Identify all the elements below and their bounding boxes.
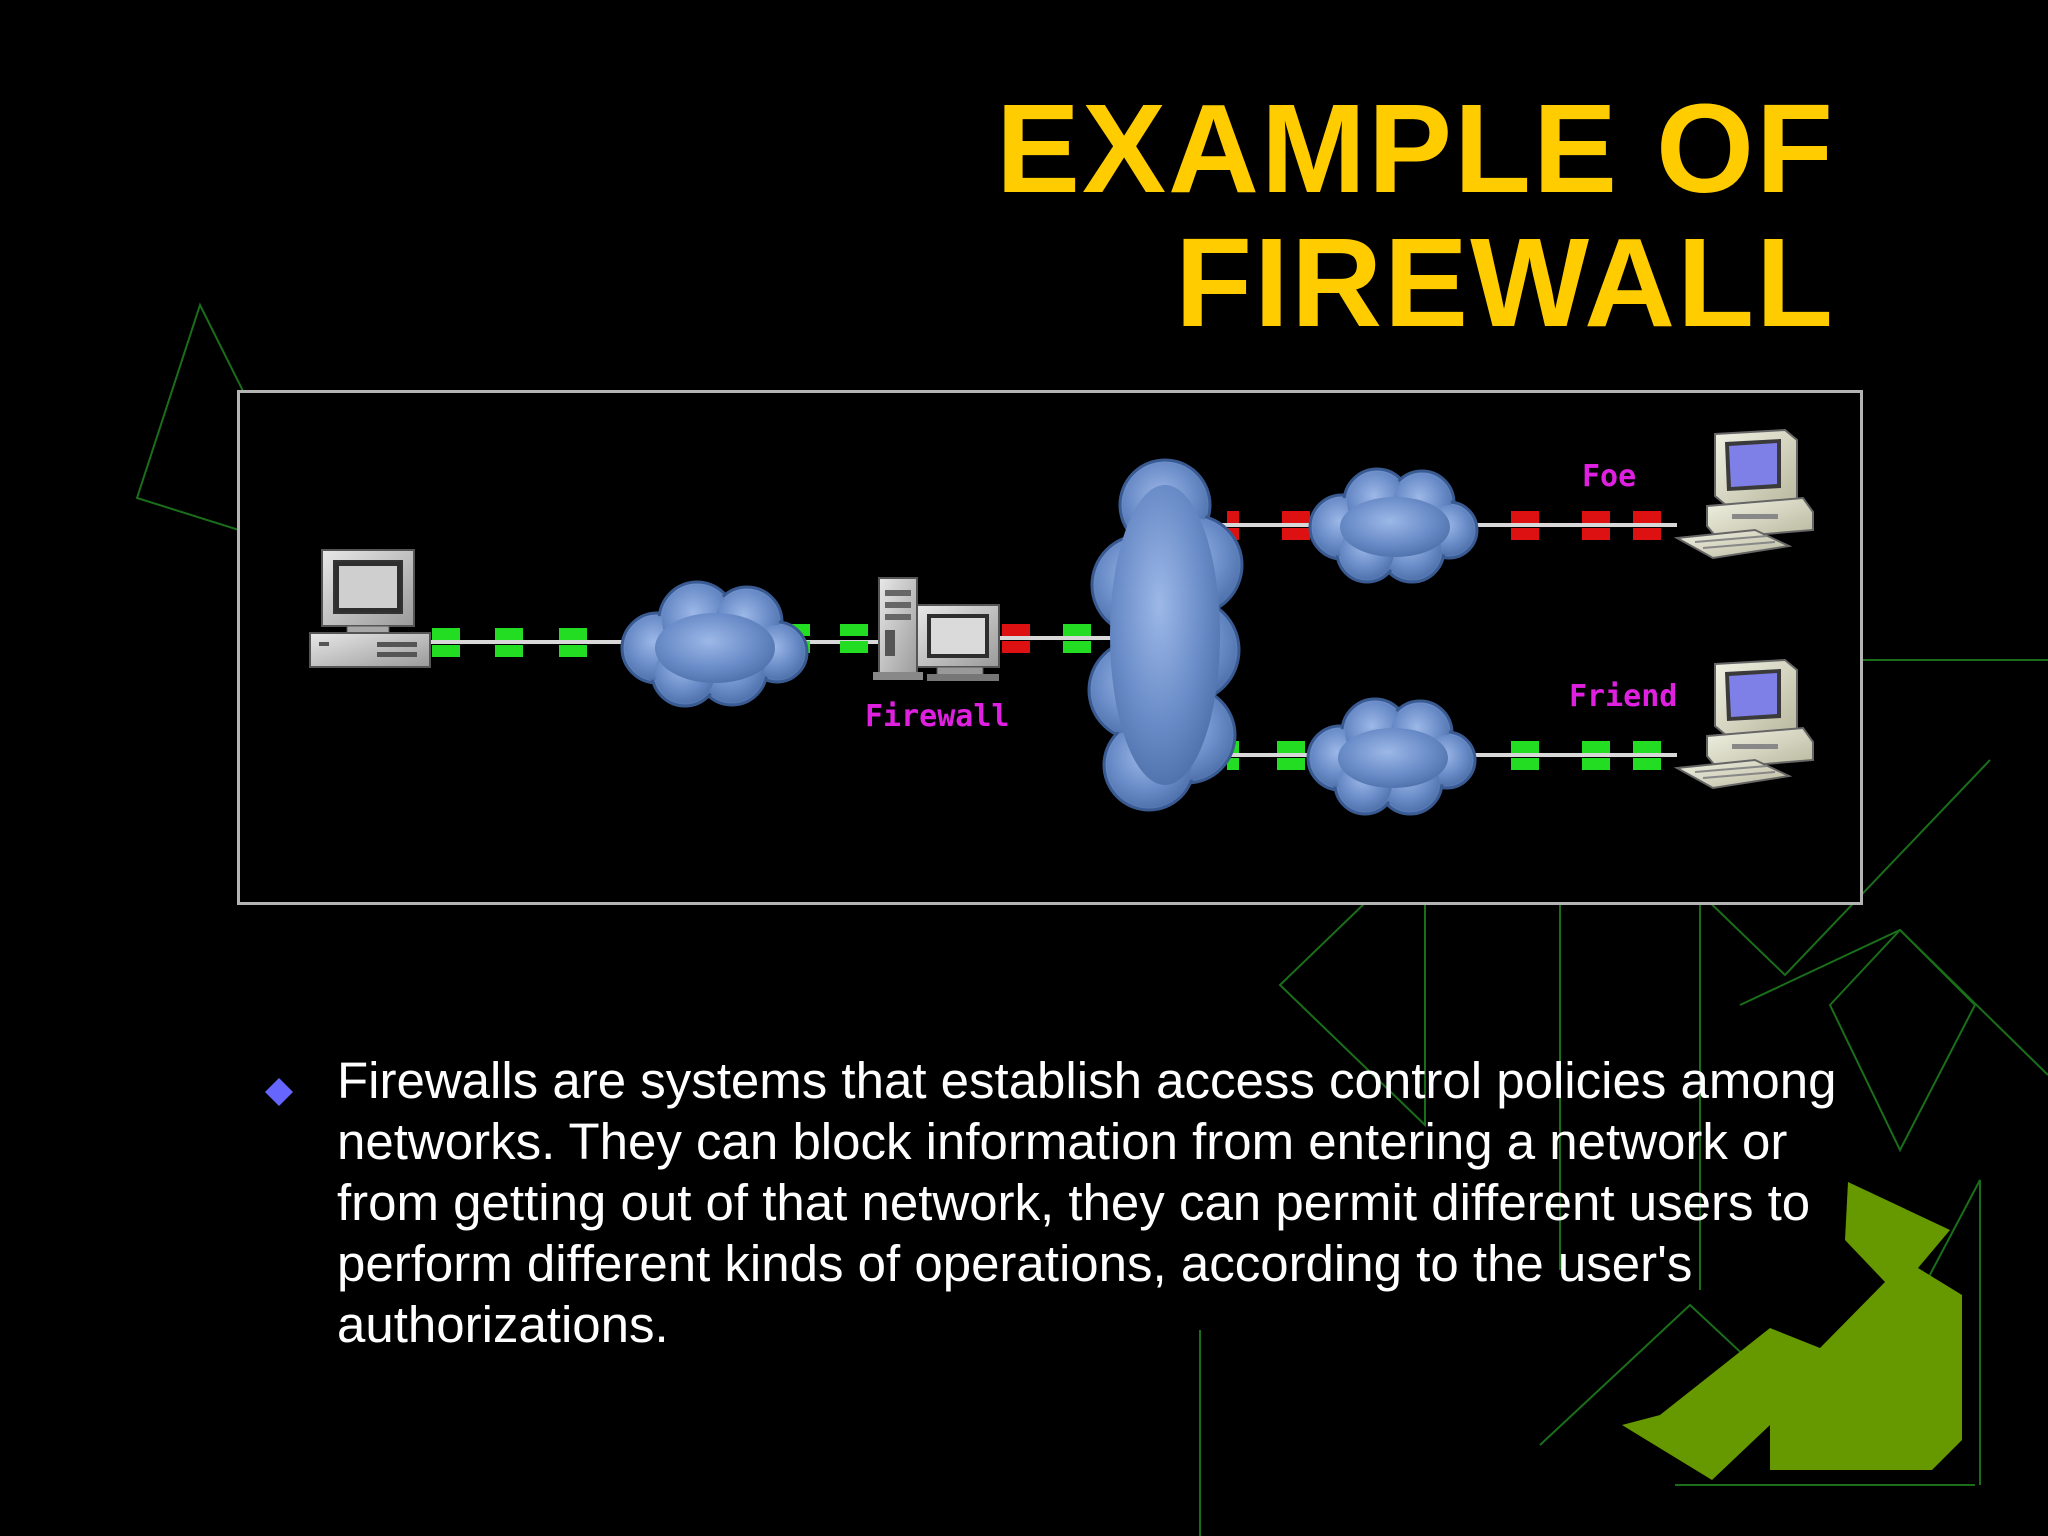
cloud-icon xyxy=(620,580,809,708)
slide-title: EXAMPLE OF FIREWALL xyxy=(635,82,1835,350)
firewall-network-diagram: Firewall Foe Friend xyxy=(237,390,1863,905)
foe-computer-icon xyxy=(1673,428,1814,560)
diamond-bullet-icon xyxy=(265,1078,293,1106)
allowed-traffic xyxy=(432,624,1661,770)
slide-title-line-1: EXAMPLE OF xyxy=(995,78,1835,219)
firewall-label: Firewall xyxy=(865,699,1010,734)
network-links xyxy=(417,523,1677,757)
desktop-computer-icon xyxy=(309,549,431,668)
friend-label: Friend xyxy=(1569,679,1677,714)
friend-computer-icon xyxy=(1673,658,1814,790)
foe-cloud-icon xyxy=(1308,467,1479,584)
slide-title-line-2: FIREWALL xyxy=(1175,212,1835,353)
friend-cloud-icon xyxy=(1306,697,1477,816)
internet-cloud-icon xyxy=(1087,458,1244,812)
firewall-server-icon xyxy=(873,577,1000,681)
blocked-traffic xyxy=(1002,511,1661,653)
foe-label: Foe xyxy=(1582,459,1636,494)
bullet-text: Firewalls are systems that establish acc… xyxy=(337,1052,1837,1353)
